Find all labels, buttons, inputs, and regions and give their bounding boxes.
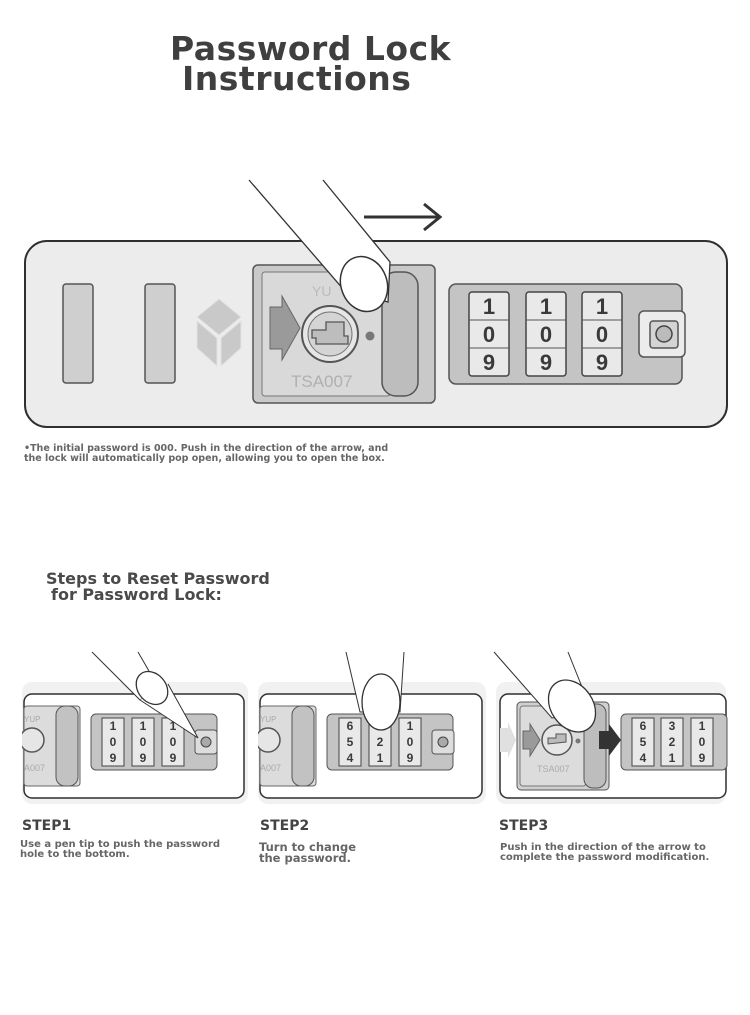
step2-desc-line-2: the password. <box>259 851 351 865</box>
note-line-1: •The initial password is 000. Push in th… <box>24 443 389 454</box>
svg-text:6: 6 <box>640 719 647 733</box>
page-title: Password Lock Instructions <box>170 32 590 98</box>
step3-label: STEP3 <box>499 818 549 834</box>
svg-text:5: 5 <box>640 735 647 749</box>
note-line-2: the lock will automatically pop open, al… <box>24 453 385 464</box>
push-direction-arrow-icon <box>364 202 443 232</box>
step1-illustration: YUP A007 1 0 9 1 0 9 1 0 9 <box>22 651 248 804</box>
step2-description: Turn to change the password. <box>259 840 459 865</box>
svg-text:1: 1 <box>483 294 495 319</box>
svg-text:6: 6 <box>347 719 354 733</box>
svg-text:5: 5 <box>347 735 354 749</box>
svg-text:YUP: YUP <box>24 715 40 724</box>
svg-text:1: 1 <box>669 751 676 765</box>
step3-illustration: TSA007 6 5 4 3 2 1 1 0 9 <box>493 651 728 804</box>
svg-text:A007: A007 <box>260 763 281 773</box>
title-line-2: Instructions <box>182 59 412 98</box>
dial-wheels: 1 0 9 1 0 9 1 0 9 <box>468 291 623 377</box>
step3-desc-line-2: complete the password modification. <box>500 852 710 863</box>
svg-text:YUP: YUP <box>260 715 276 724</box>
svg-text:0: 0 <box>483 322 495 347</box>
model-label: TSA007 <box>291 372 352 391</box>
tsa-diamond-icon <box>196 298 242 368</box>
step1-label: STEP1 <box>22 818 72 834</box>
step1-desc-line-2: hole to the bottom. <box>20 849 130 860</box>
svg-text:1: 1 <box>110 719 117 733</box>
step3-description: Push in the direction of the arrow to co… <box>500 843 745 863</box>
svg-text:1: 1 <box>407 719 414 733</box>
svg-text:0: 0 <box>170 735 177 749</box>
step2-dial-wheels: 654 321 109 <box>338 717 422 767</box>
main-lock-illustration: YU TSA007 1 0 9 1 0 9 <box>24 179 728 428</box>
dial-wheel-2: 1 0 9 <box>525 291 567 377</box>
step1-dial-wheels: 1 0 9 1 0 9 1 0 9 <box>101 717 185 767</box>
svg-text:A007: A007 <box>24 763 45 773</box>
svg-text:1: 1 <box>170 719 177 733</box>
reset-steps-title: Steps to Reset Password for Password Loc… <box>46 571 326 603</box>
svg-text:0: 0 <box>596 322 608 347</box>
svg-text:2: 2 <box>669 735 676 749</box>
dial-wheel-1: 1 0 9 <box>468 291 510 377</box>
svg-text:9: 9 <box>540 350 552 375</box>
slider-arrow-icon <box>269 294 301 362</box>
svg-text:9: 9 <box>170 751 177 765</box>
svg-text:1: 1 <box>596 294 608 319</box>
slot-1 <box>62 283 94 384</box>
svg-text:0: 0 <box>699 735 706 749</box>
finger-icon <box>493 651 597 733</box>
push-arrow-icon <box>599 724 621 756</box>
ghost-arrow-icon <box>500 722 516 758</box>
svg-text:3: 3 <box>669 719 676 733</box>
step2-label: STEP2 <box>260 818 310 834</box>
svg-text:1: 1 <box>540 294 552 319</box>
svg-text:9: 9 <box>596 350 608 375</box>
subtitle-line-2: for Password Lock: <box>51 585 222 604</box>
dial-wheel-3: 1 0 9 <box>581 291 623 377</box>
svg-text:9: 9 <box>483 350 495 375</box>
svg-text:1: 1 <box>377 751 384 765</box>
svg-text:1: 1 <box>140 719 147 733</box>
finger-icon <box>345 651 405 731</box>
svg-text:0: 0 <box>110 735 117 749</box>
svg-text:9: 9 <box>407 751 414 765</box>
svg-text:4: 4 <box>347 751 354 765</box>
tsa-key-icon <box>301 305 359 363</box>
svg-text:0: 0 <box>407 735 414 749</box>
brand-mark: YU <box>312 283 331 299</box>
step1-description: Use a pen tip to push the password hole … <box>20 840 250 860</box>
svg-text:9: 9 <box>110 751 117 765</box>
step2-illustration: YUP A007 654 321 109 <box>258 651 486 804</box>
subtitle-line-1: Steps to Reset Password <box>46 569 270 588</box>
svg-text:0: 0 <box>540 322 552 347</box>
slider-grip[interactable] <box>381 271 419 397</box>
step2-desc-line-1: Turn to change <box>259 840 357 854</box>
finger-illustration <box>248 179 391 313</box>
svg-text:0: 0 <box>140 735 147 749</box>
svg-text:9: 9 <box>140 751 147 765</box>
step1-desc-line-1: Use a pen tip to push the password <box>20 839 221 850</box>
step3-desc-line-1: Push in the direction of the arrow to <box>500 842 706 853</box>
pen-tip-icon <box>91 651 199 739</box>
svg-text:9: 9 <box>699 751 706 765</box>
initial-password-note: •The initial password is 000. Push in th… <box>24 444 524 464</box>
svg-text:TSA007: TSA007 <box>537 764 570 774</box>
title-line-1: Password Lock <box>170 29 452 68</box>
svg-text:2: 2 <box>377 735 384 749</box>
step3-dial-wheels: 6 5 4 3 2 1 1 0 9 <box>631 717 714 767</box>
svg-text:1: 1 <box>699 719 706 733</box>
reset-button-icon <box>638 310 686 358</box>
slot-2 <box>144 283 176 384</box>
reset-dot-icon <box>365 331 375 341</box>
svg-text:4: 4 <box>640 751 647 765</box>
